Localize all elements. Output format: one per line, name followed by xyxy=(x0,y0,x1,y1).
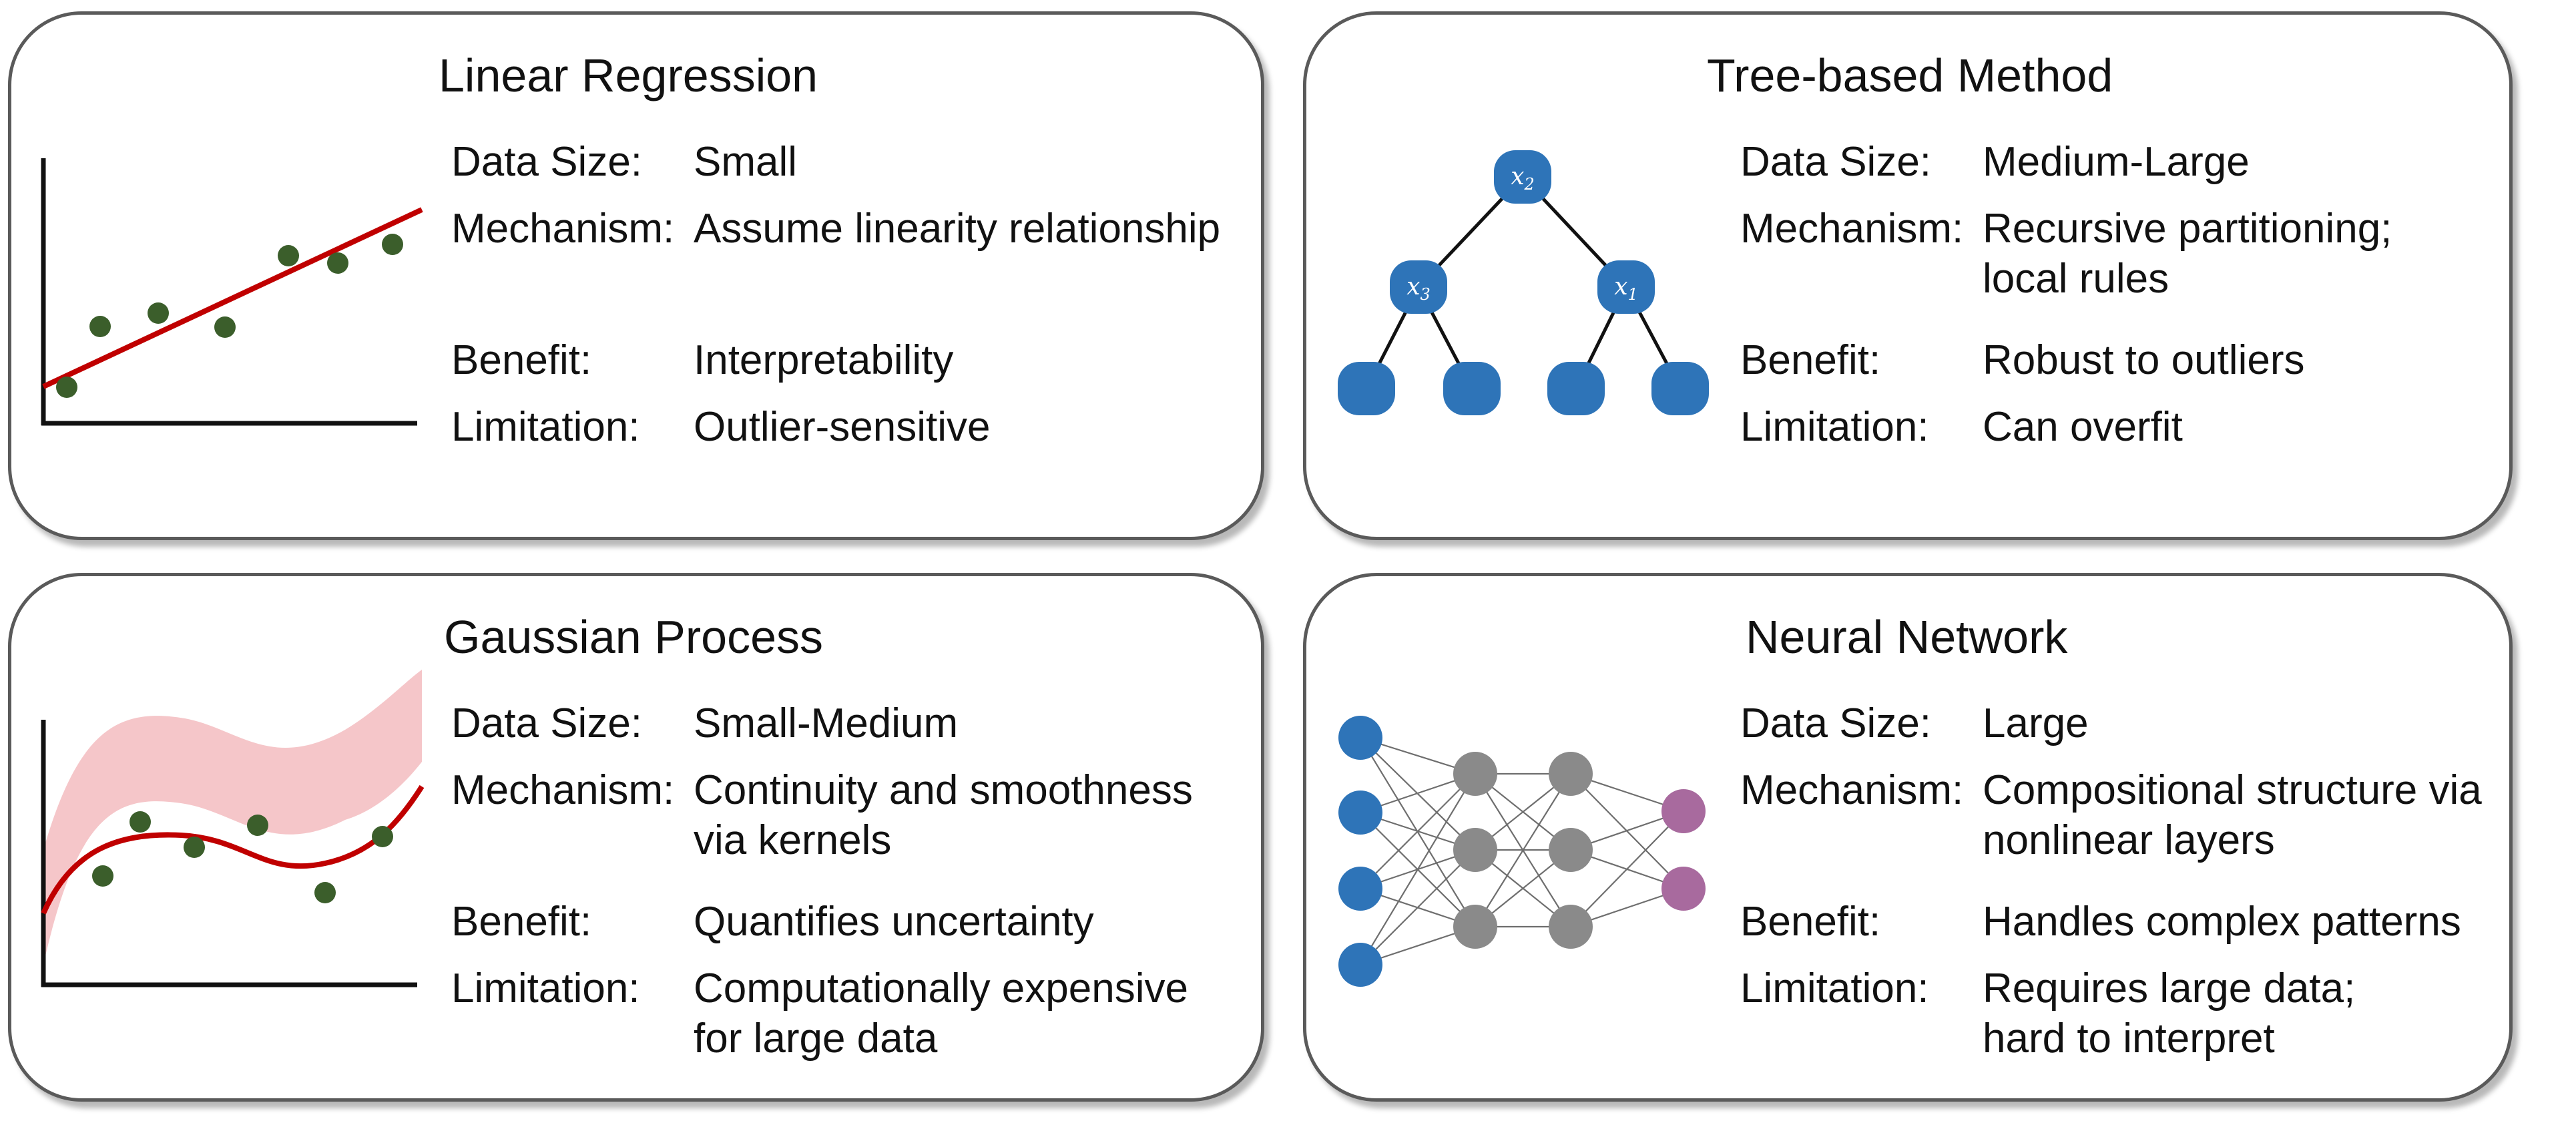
hidden-neuron xyxy=(1549,752,1593,796)
hidden-neuron xyxy=(1453,828,1497,872)
limitation-label: Limitation: xyxy=(451,965,640,1012)
data-point xyxy=(214,316,236,338)
tree-root-node xyxy=(1494,150,1551,204)
limitation-label: Limitation: xyxy=(451,404,640,450)
data-point xyxy=(148,302,169,324)
data-point xyxy=(278,245,299,266)
limitation-line-2: hard to interpret xyxy=(1983,1016,2275,1062)
tree-split-node-right xyxy=(1597,260,1655,314)
benefit-label: Benefit: xyxy=(451,337,592,383)
data-size-value: Small-Medium xyxy=(694,700,959,746)
input-neuron xyxy=(1338,867,1382,911)
limitation-line-2: for large data xyxy=(694,1016,938,1062)
data-size-label: Data Size: xyxy=(1740,700,1932,746)
benefit-value: Handles complex patterns xyxy=(1983,899,2461,945)
mechanism-label: Mechanism: xyxy=(451,767,675,813)
mechanism-line-2: local rules xyxy=(1983,256,2169,302)
hidden-neuron xyxy=(1549,905,1593,949)
mechanism-label: Mechanism: xyxy=(1740,206,1964,252)
mechanism-line-1: Continuity and smoothness xyxy=(694,767,1193,813)
limitation-line-1: Outlier-sensitive xyxy=(694,404,991,450)
mechanism-label: Mechanism: xyxy=(1740,767,1964,813)
input-neuron xyxy=(1338,716,1382,760)
data-point xyxy=(130,811,151,833)
tree-leaf-node xyxy=(1338,362,1395,415)
card-title: Gaussian Process xyxy=(444,611,824,663)
network-connection xyxy=(1360,849,1476,965)
hidden-neuron xyxy=(1453,905,1497,949)
tree-split-node-left xyxy=(1390,260,1447,314)
benefit-value: Interpretability xyxy=(694,337,954,383)
card-title: Neural Network xyxy=(1746,611,2068,663)
limitation-label: Limitation: xyxy=(1740,965,1929,1012)
data-point xyxy=(56,377,77,398)
card-gaussian-process: Gaussian Process Data Size: Small-Medium… xyxy=(8,573,1264,1102)
uncertainty-band xyxy=(43,670,422,965)
network-neurons xyxy=(1338,716,1706,987)
output-neuron xyxy=(1661,867,1706,911)
hidden-neuron xyxy=(1549,828,1593,872)
data-point xyxy=(327,252,348,274)
data-size-value: Small xyxy=(694,139,798,185)
network-connection xyxy=(1360,773,1476,889)
network-connections xyxy=(1360,736,1684,966)
mechanism-line-1: Assume linearity relationship xyxy=(694,206,1221,252)
card-title: Tree-based Method xyxy=(1707,49,2113,101)
network-connection xyxy=(1475,773,1571,927)
tree-leaf-node xyxy=(1443,362,1501,415)
card-title: Linear Regression xyxy=(439,49,818,101)
tree-leaf-node xyxy=(1547,362,1605,415)
benefit-value: Robust to outliers xyxy=(1983,337,2305,383)
card-linear-regression: Linear Regression Data Size: Small Mecha… xyxy=(8,11,1264,540)
network-connection xyxy=(1360,773,1476,965)
linear-regression-illustration xyxy=(41,158,423,426)
data-size-label: Data Size: xyxy=(451,139,643,185)
data-point xyxy=(92,865,113,887)
output-neuron xyxy=(1661,789,1706,833)
mechanism-line-1: Compositional structure via xyxy=(1983,767,2482,813)
tree-leaf-node xyxy=(1651,362,1709,415)
input-neuron xyxy=(1338,791,1382,835)
limitation-label: Limitation: xyxy=(1740,404,1929,450)
mechanism-line-2: nonlinear layers xyxy=(1983,817,2275,863)
benefit-label: Benefit: xyxy=(1740,899,1881,945)
root-split-variable: x2 xyxy=(1511,163,1535,194)
limitation-line-1: Computationally expensive xyxy=(694,965,1188,1012)
regression-line xyxy=(42,207,423,389)
data-point xyxy=(382,234,403,255)
hidden-neuron xyxy=(1453,752,1497,796)
data-size-label: Data Size: xyxy=(1740,139,1932,185)
gaussian-process-illustration xyxy=(41,670,425,987)
limitation-line-1: Can overfit xyxy=(1983,404,2183,450)
mechanism-line-2: via kernels xyxy=(694,817,892,863)
limitation-line-1: Requires large data; xyxy=(1983,965,2356,1012)
data-point xyxy=(372,826,393,847)
mechanism-line-1: Recursive partitioning; xyxy=(1983,206,2392,252)
data-points xyxy=(56,234,403,398)
benefit-label: Benefit: xyxy=(1740,337,1881,383)
decision-tree-illustration: x2 x3 x1 xyxy=(1338,150,1709,415)
data-point xyxy=(89,316,111,337)
input-neuron xyxy=(1338,943,1382,987)
data-point xyxy=(314,882,336,903)
card-neural-network: Neural Network Data Size: Large Mechanis… xyxy=(1303,573,2513,1102)
left-split-variable: x3 xyxy=(1406,273,1431,304)
card-tree-based-method: Tree-based Method Data Size: Medium-Larg… xyxy=(1303,11,2513,540)
mechanism-label: Mechanism: xyxy=(451,206,675,252)
data-size-value: Medium-Large xyxy=(1983,139,2250,185)
data-point xyxy=(247,815,268,836)
neural-network-illustration xyxy=(1338,716,1706,987)
benefit-label: Benefit: xyxy=(451,899,592,945)
data-size-value: Large xyxy=(1983,700,2089,746)
network-connection xyxy=(1570,811,1684,927)
data-point xyxy=(184,837,205,858)
benefit-value: Quantifies uncertainty xyxy=(694,899,1094,945)
data-size-label: Data Size: xyxy=(451,700,643,746)
right-split-variable: x1 xyxy=(1614,273,1638,304)
